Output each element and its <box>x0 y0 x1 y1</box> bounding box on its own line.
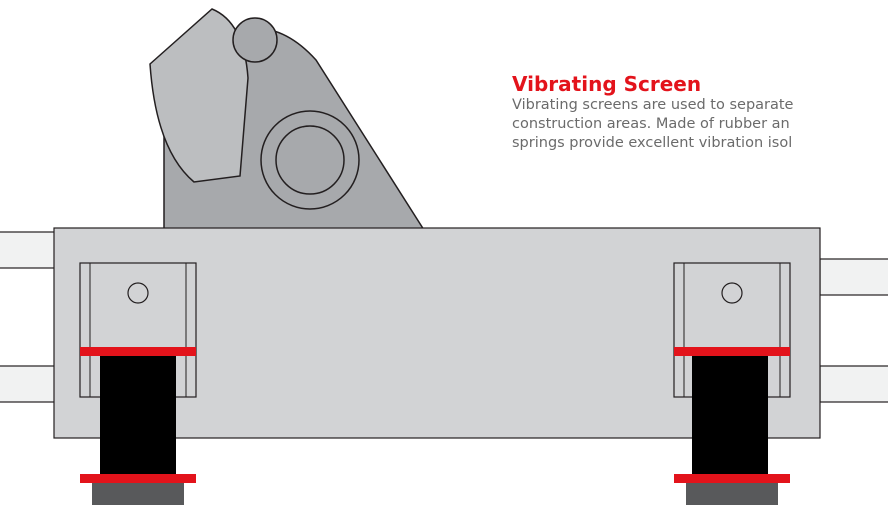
caption-line: springs provide excellent vibration isol <box>512 135 793 151</box>
right-mount-bolt <box>721 282 743 304</box>
vibration-motor-icon <box>149 8 426 231</box>
left-spring <box>100 354 176 476</box>
rubber-spring-mount-icon <box>673 262 791 505</box>
caption: Vibrating Screen Vibrating screens are u… <box>512 72 888 153</box>
right-rails <box>819 258 888 403</box>
right-mount-base <box>686 483 778 505</box>
right-spring-cap-top <box>674 347 790 356</box>
left-rail-bottom <box>0 365 57 403</box>
right-rail-top <box>819 258 888 296</box>
motor-flange-inner <box>275 125 345 195</box>
right-spring-cap-bottom <box>674 474 790 483</box>
motor-lens <box>149 8 249 183</box>
left-spring-cap-top <box>80 347 196 356</box>
rubber-spring-mount-icon <box>79 262 197 505</box>
caption-body: Vibrating screens are used to separate c… <box>512 96 888 153</box>
right-rail-bottom <box>819 365 888 403</box>
caption-line: Vibrating screens are used to separate <box>512 97 794 113</box>
left-spring-cap-bottom <box>80 474 196 483</box>
left-rails <box>0 231 57 403</box>
motor-knob <box>232 17 278 63</box>
left-mount-bolt <box>127 282 149 304</box>
caption-line: construction areas. Made of rubber an <box>512 116 790 132</box>
left-mount-base <box>92 483 184 505</box>
left-rail-top <box>0 231 57 269</box>
right-spring <box>692 354 768 476</box>
caption-title: Vibrating Screen <box>512 72 702 96</box>
